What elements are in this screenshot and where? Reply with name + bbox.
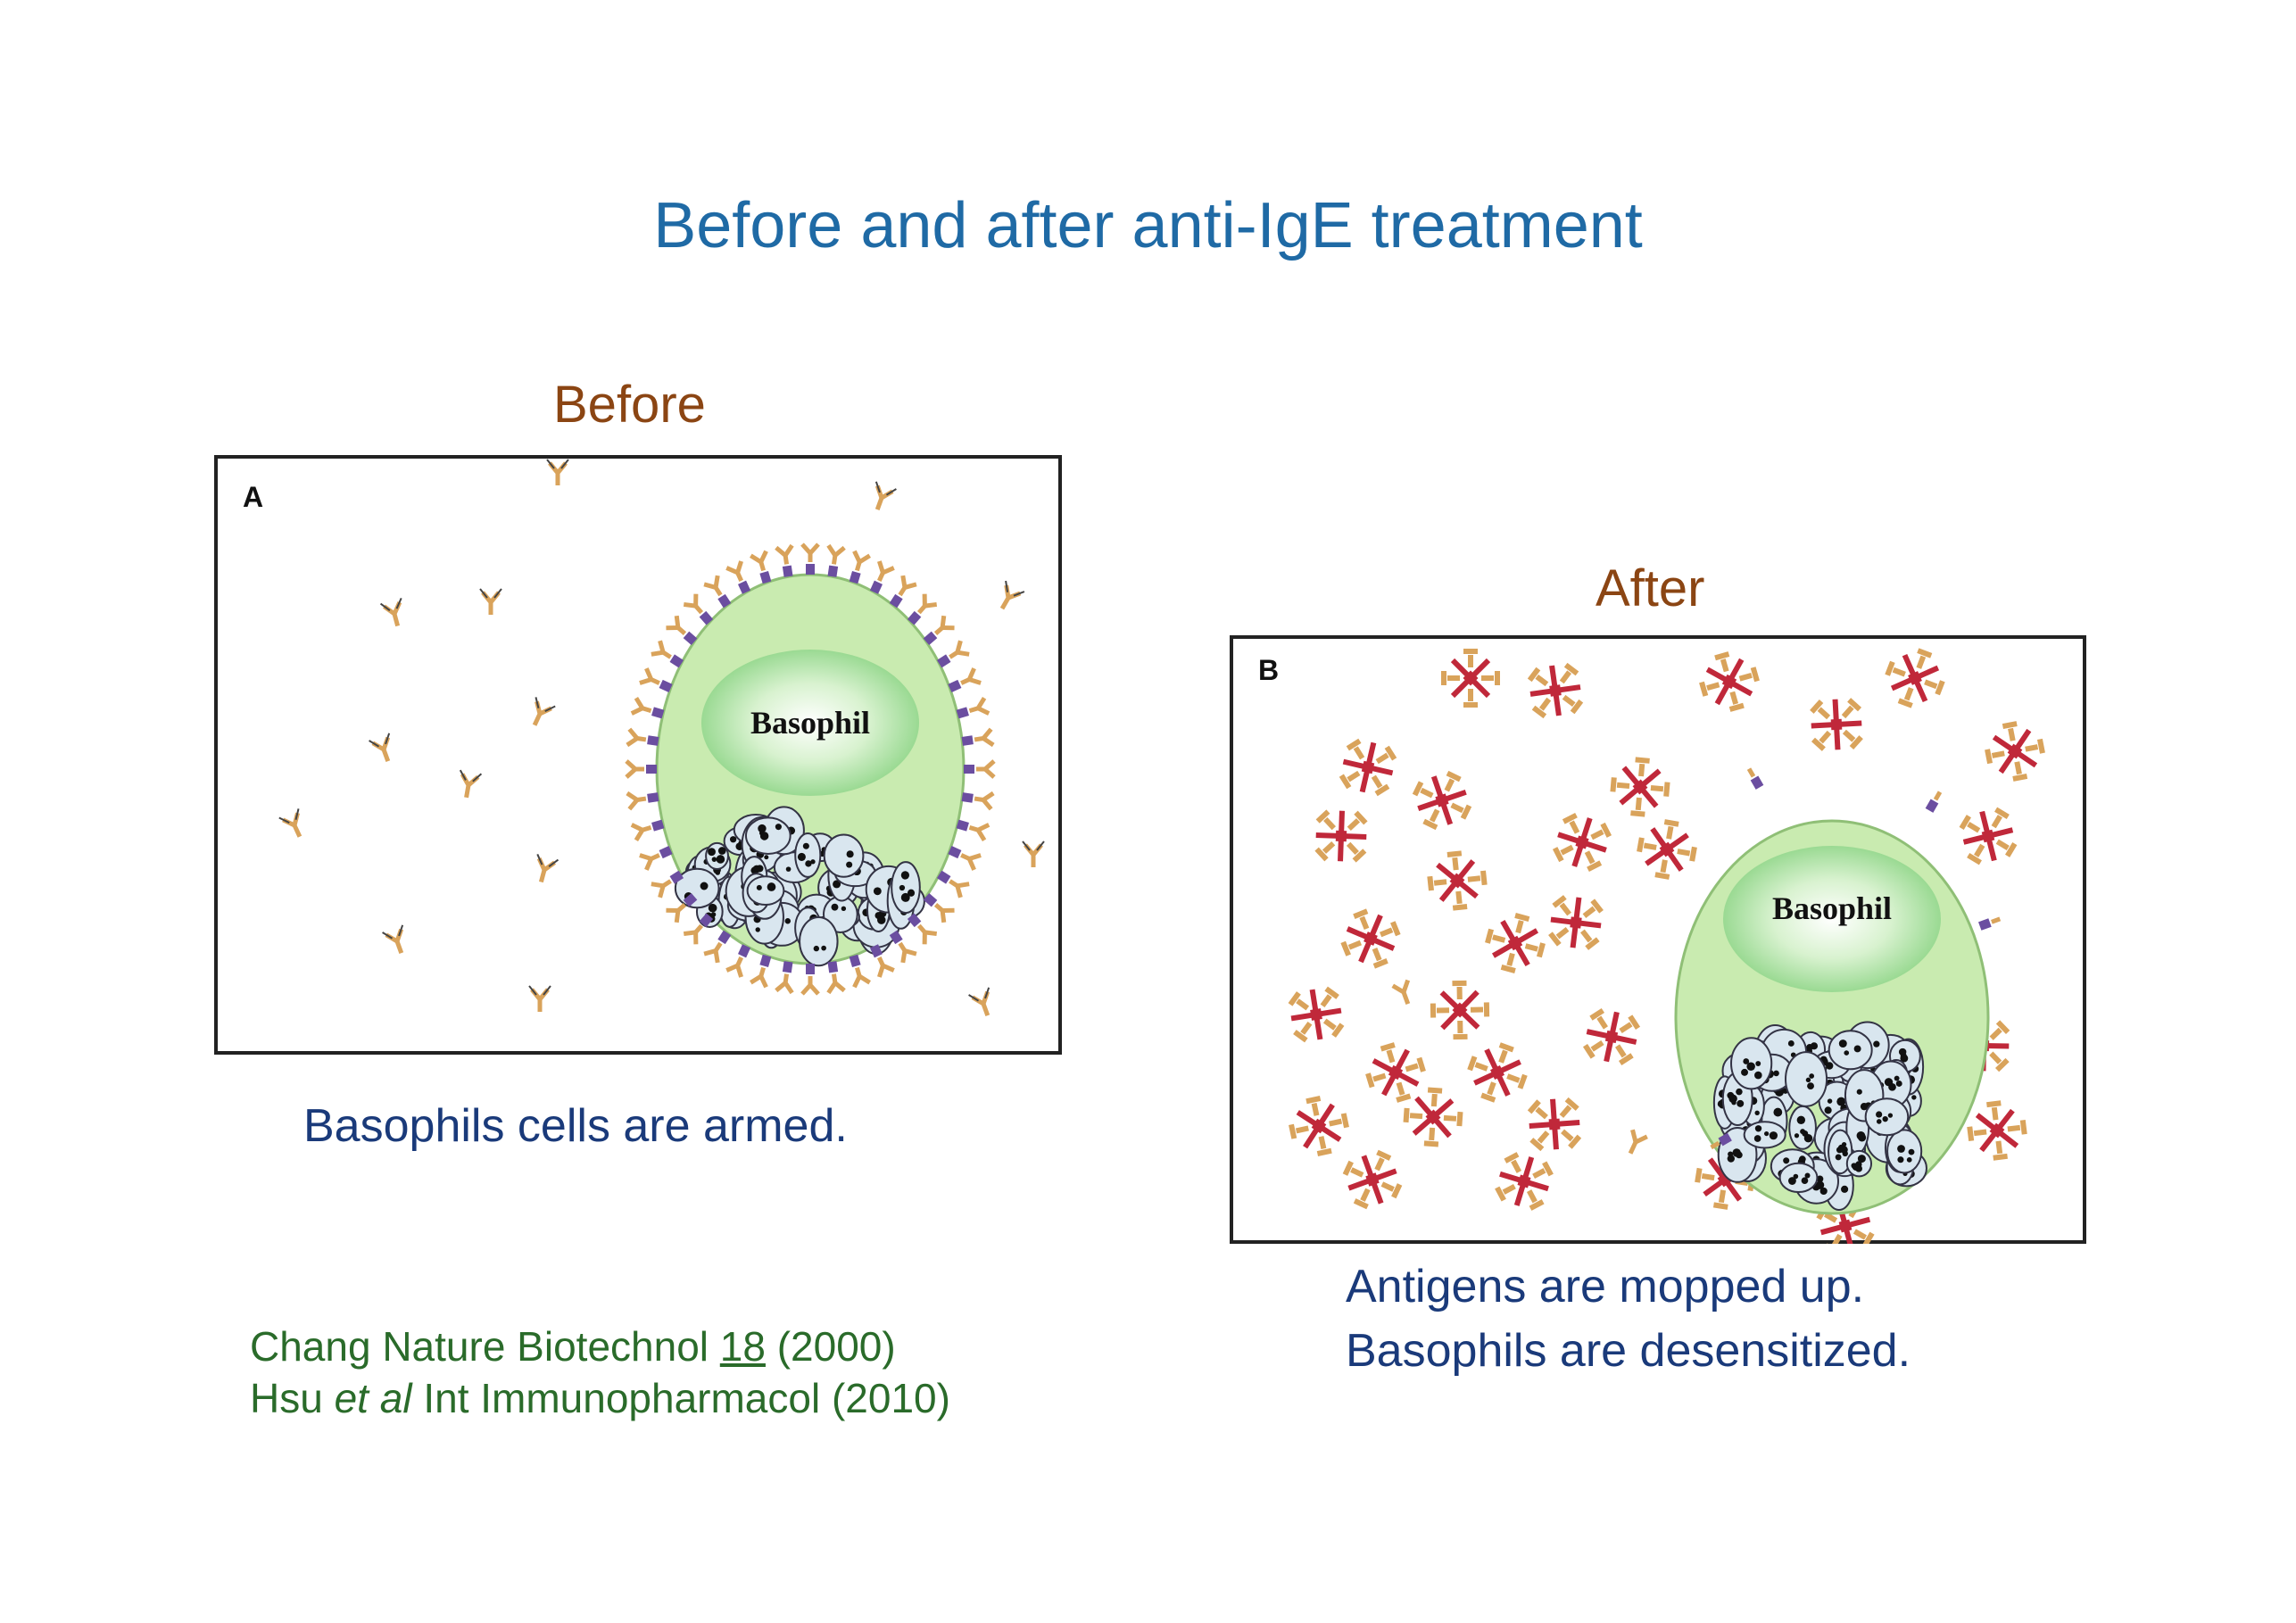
granule [1788,1105,1817,1150]
panel-a-caption: Basophils cells are armed. [303,1100,848,1152]
granule [1828,1129,1853,1175]
basophil-label-b: Basophil [1772,890,1892,926]
granule [1778,1162,1819,1194]
granule [1864,1097,1910,1137]
granule [674,867,720,909]
granule [1828,1030,1873,1071]
reference-2: Hsu et al Int Immunopharmacol (2010) [250,1375,950,1421]
granule [823,833,865,878]
references: Chang Nature Biotechnol 18 (2000) Hsu et… [250,1321,950,1424]
granule [1743,1121,1786,1149]
granule [1785,1051,1828,1107]
granule [746,875,785,907]
granule [705,841,729,871]
basophil-cell-b: Basophil [1674,766,2002,1215]
panel-b-caption-line-1: Antigens are mopped up. [1346,1261,1865,1312]
granules-a [674,806,925,967]
granule [1886,1129,1923,1174]
granule [794,832,822,878]
granule [1730,1037,1773,1090]
basophil-cell-a: Basophil [626,544,994,994]
basophil-nucleus-b [1723,846,1941,992]
reference-1: Chang Nature Biotechnol 18 (2000) [250,1323,896,1370]
slide-title: Before and after anti-IgE treatment [653,190,1643,261]
panel-b-caption-line-2: Basophils are desensitized. [1346,1325,1911,1377]
granule [891,861,921,915]
panel-a-heading: Before [553,376,706,434]
panel-b-diagram: B Basophil [1230,635,2086,1244]
basophil-nucleus-a [701,650,919,796]
granules-b [1712,1021,1927,1211]
granule [799,915,839,967]
granule [744,816,792,855]
basophil-label-a: Basophil [750,705,870,741]
panel-a-letter: A [243,481,263,513]
panel-b-heading: After [1596,559,1705,617]
panel-b-letter: B [1258,654,1279,686]
granule [1845,1149,1873,1178]
panel-b-caption: Antigens are mopped up. Basophils are de… [1346,1255,1911,1383]
panel-a-diagram: A Basophil [214,455,1062,1055]
